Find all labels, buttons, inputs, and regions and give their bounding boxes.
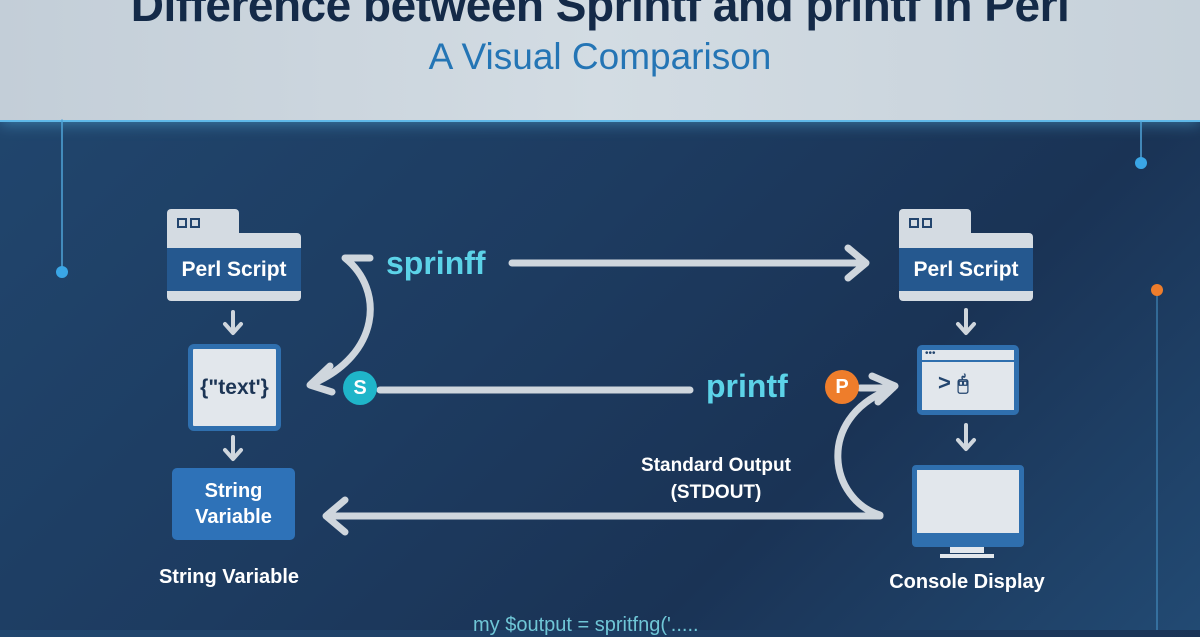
stdout-label-line1: Standard Output xyxy=(641,455,791,476)
string-variable-caption: String Variable xyxy=(158,566,300,588)
perl-script-label: Perl Script xyxy=(899,248,1033,291)
stdout-curve xyxy=(834,386,892,519)
folder-icon xyxy=(899,209,971,235)
folder-icon xyxy=(167,209,239,235)
monitor-base xyxy=(940,554,994,558)
perl-script-folder-right: Perl Script xyxy=(899,233,1033,301)
stdout-label-line2: (STDOUT) xyxy=(670,482,762,503)
sprintf-label: sprinff xyxy=(386,245,486,281)
code-snippet: my $output = spritfng('..... xyxy=(473,614,699,636)
sprintf-arrow-right xyxy=(508,244,870,282)
console-display-caption: Console Display xyxy=(889,571,1045,593)
perl-script-folder-left: Perl Script xyxy=(167,233,301,301)
s-badge: S xyxy=(343,371,377,405)
page-subtitle: A Visual Comparison xyxy=(428,36,772,77)
monitor-icon xyxy=(912,465,1024,547)
terminal-window-icon: ••• > 🖰 xyxy=(917,345,1019,415)
printf-label: printf xyxy=(706,368,788,404)
sprintf-curve-arrow xyxy=(306,254,374,396)
perl-script-label: Perl Script xyxy=(167,248,301,291)
page-title: Difference between Sprintf and printf in… xyxy=(130,0,1070,31)
stdout-arrow-left xyxy=(322,496,884,536)
deco-dot xyxy=(56,266,68,278)
prompt-glyph: > xyxy=(938,370,951,395)
format-string-box: {"text'} xyxy=(188,344,281,431)
cursor-icon: 🖰 xyxy=(956,373,969,395)
monitor-stand xyxy=(950,547,984,553)
string-variable-box: String Variable xyxy=(172,468,295,540)
p-badge: P xyxy=(825,370,859,404)
header-banner: Difference between Sprintf and printf in… xyxy=(0,0,1200,122)
